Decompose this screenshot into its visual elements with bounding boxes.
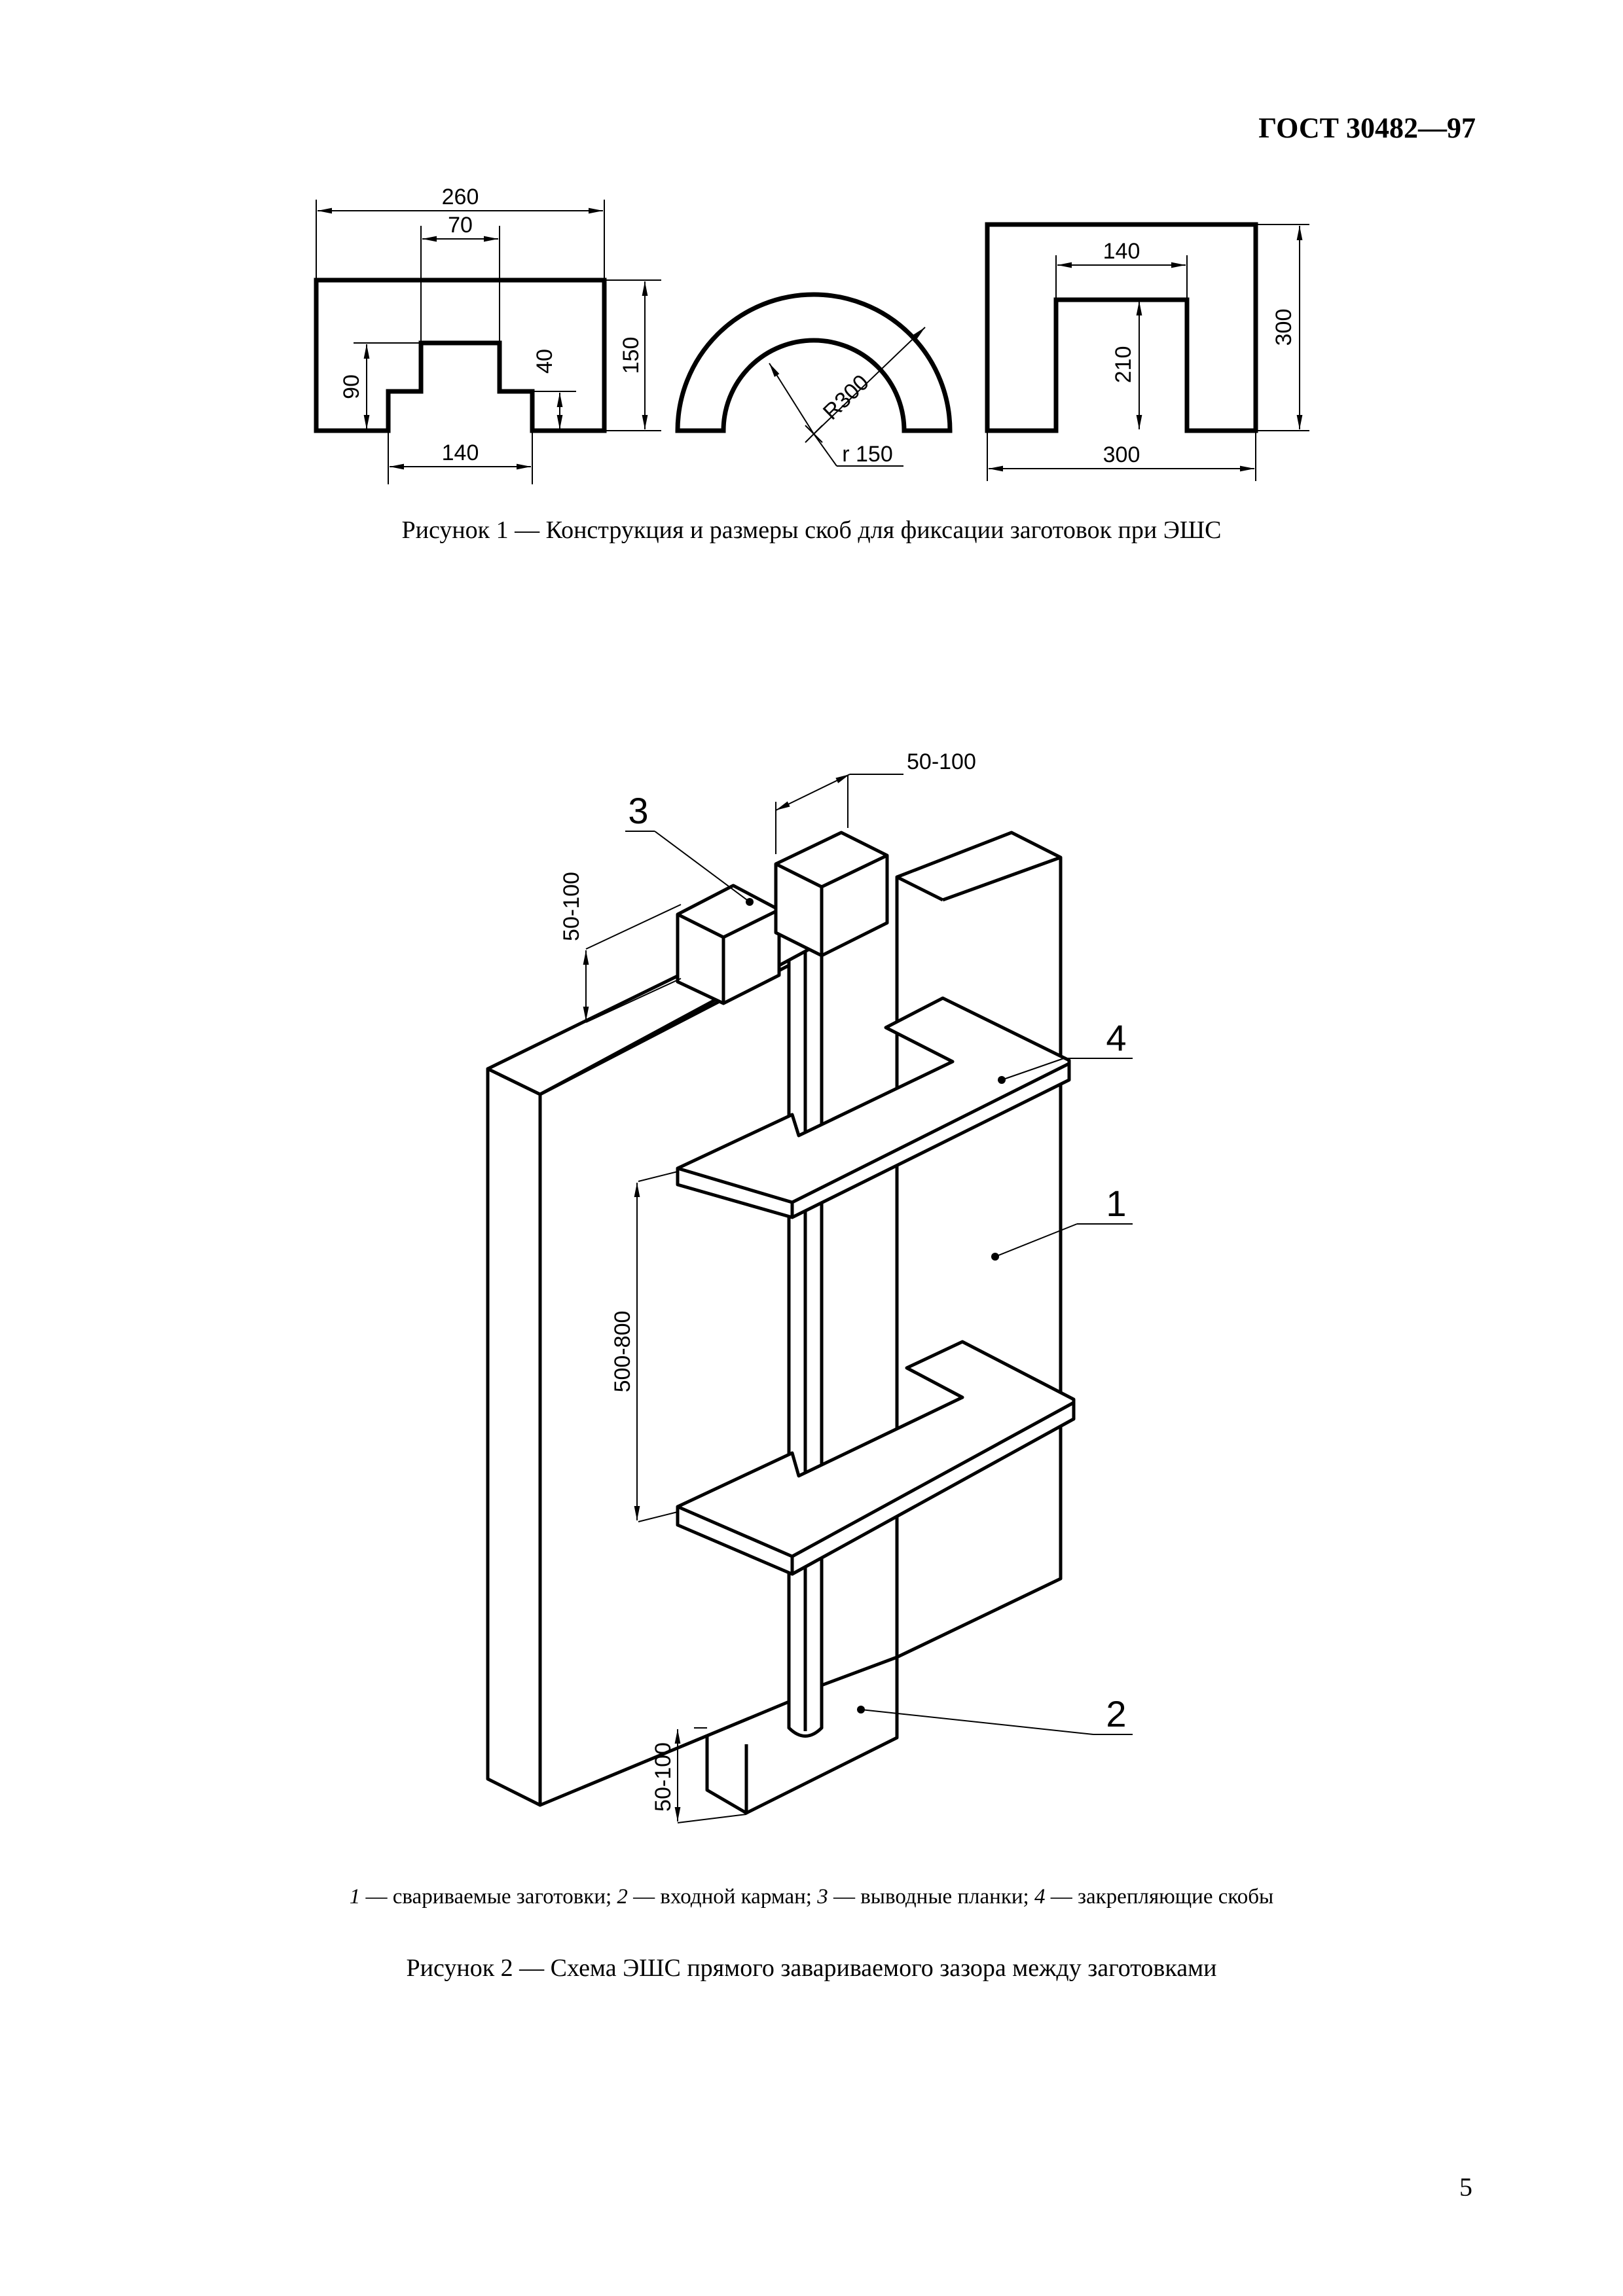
legend-num-1: 1 <box>349 1885 361 1909</box>
callout-3: 3 <box>628 790 648 831</box>
figure-2-legend: 1 — свариваемые заготовки; 2 — входной к… <box>0 1885 1623 1909</box>
legend-text-3: — выводные планки; <box>828 1885 1034 1909</box>
figure-2-caption: Рисунок 2 — Схема ЭШС прямого завариваем… <box>406 1954 1217 1982</box>
figure-2-dimensions <box>583 774 1133 1823</box>
dim-90: 90 <box>339 374 364 399</box>
dim-r300: R300 <box>818 370 874 425</box>
dim-70: 70 <box>448 213 473 238</box>
dim-260: 260 <box>442 185 479 209</box>
callout-1: 1 <box>1106 1183 1126 1224</box>
dim-50-100-bottom: 50-100 <box>651 1742 676 1812</box>
stepped-bracket <box>314 200 661 484</box>
dim-r150: r 150 <box>842 442 893 467</box>
dim-150: 150 <box>619 337 644 374</box>
dim-140-a: 140 <box>442 440 479 465</box>
standard-code-header: ГОСТ 30482—97 <box>1258 112 1476 144</box>
dim-140-b: 140 <box>1103 239 1140 264</box>
callout-2: 2 <box>1106 1693 1126 1734</box>
arc-bracket <box>675 292 953 467</box>
dim-40: 40 <box>532 349 557 374</box>
legend-text-4: — закрепляющие скобы <box>1045 1885 1274 1909</box>
legend-text-2: — входной карман; <box>627 1885 818 1909</box>
isometric-assembly <box>486 831 1076 1815</box>
dim-500-800: 500-800 <box>610 1311 635 1393</box>
dim-50-100-top: 50-100 <box>907 749 976 774</box>
callout-4: 4 <box>1106 1017 1126 1058</box>
dim-300-v: 300 <box>1271 309 1296 346</box>
u-bracket <box>985 222 1309 481</box>
page-number: 5 <box>1459 2172 1472 2202</box>
dim-50-100-left: 50-100 <box>559 872 584 941</box>
dim-300-h: 300 <box>1103 442 1140 467</box>
legend-text-1: — свариваемые заготовки; <box>360 1885 617 1909</box>
dim-210: 210 <box>1111 346 1136 384</box>
legend-num-4: 4 <box>1034 1885 1046 1909</box>
legend-num-3: 3 <box>817 1885 828 1909</box>
leader-dots <box>746 898 1006 1713</box>
figure-1-caption: Рисунок 1 — Конструкция и размеры скоб д… <box>401 516 1222 544</box>
legend-num-2: 2 <box>617 1885 628 1909</box>
